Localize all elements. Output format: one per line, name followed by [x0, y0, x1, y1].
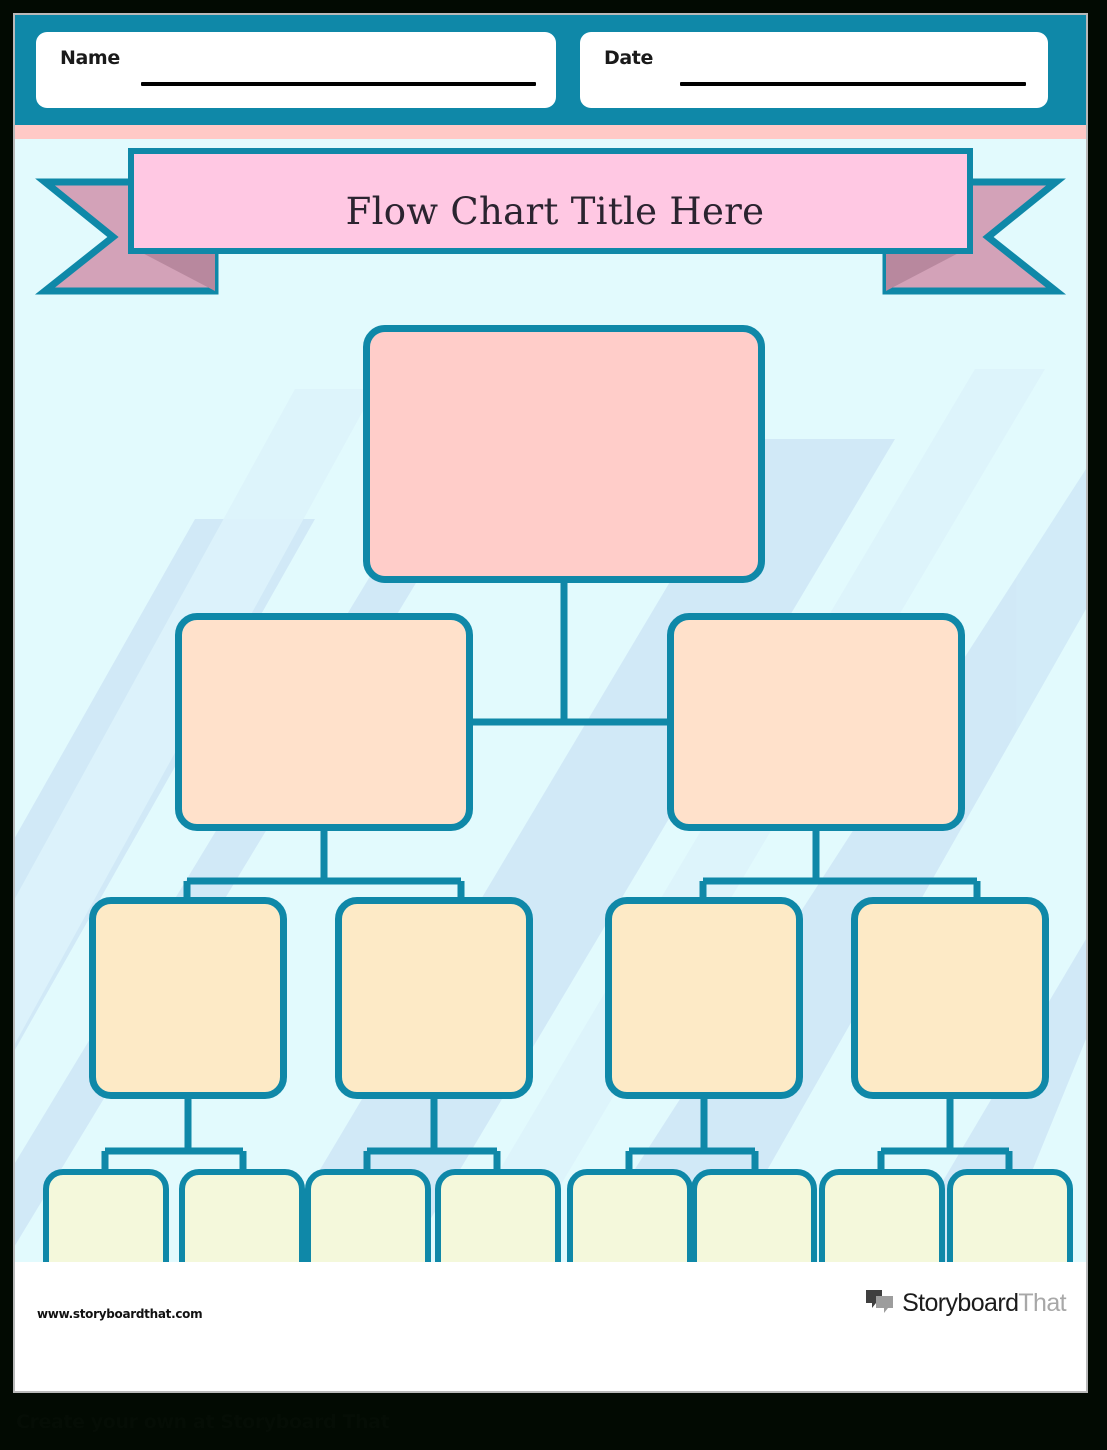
flow-node-level4-1[interactable]: [43, 1169, 169, 1262]
flow-node-level4-2[interactable]: [179, 1169, 305, 1262]
date-field[interactable]: Date: [580, 32, 1048, 108]
storyboardthat-logo[interactable]: StoryboardThat: [865, 1288, 1067, 1317]
flow-node-level4-5[interactable]: [567, 1169, 693, 1262]
worksheet-footer: www.storyboardthat.com StoryboardThat: [15, 1262, 1086, 1391]
flow-chart: [15, 139, 1086, 1262]
bottom-strip: Create your own at Storyboard That: [0, 1400, 1107, 1450]
flow-node-level3-3[interactable]: [605, 897, 803, 1099]
bottom-tagline: Create your own at Storyboard That: [16, 1411, 390, 1433]
worksheet-canvas: Flow Chart Title Here: [15, 139, 1086, 1262]
date-label: Date: [604, 47, 653, 69]
ribbon-fold-left: [131, 247, 215, 291]
flow-node-level3-1[interactable]: [89, 897, 287, 1099]
flow-node-level3-2[interactable]: [335, 897, 533, 1099]
worksheet-page: Name Date: [13, 13, 1088, 1393]
flow-node-level2-2[interactable]: [667, 613, 965, 831]
flow-node-level1-1[interactable]: [363, 325, 765, 583]
speech-bubble-icon: [866, 1290, 894, 1313]
name-field[interactable]: Name: [36, 32, 556, 108]
ribbon-fold-right: [886, 247, 970, 291]
flow-chart-title[interactable]: Flow Chart Title Here: [345, 189, 765, 233]
connector-lines: [101, 583, 1013, 1169]
accent-strip: [15, 125, 1086, 139]
logo-text-primary: Storyboard: [902, 1288, 1019, 1317]
flow-node-level4-3[interactable]: [305, 1169, 431, 1262]
flow-node-level4-6[interactable]: [691, 1169, 817, 1262]
ribbon-center-panel: [128, 148, 973, 254]
logo-text-secondary: That: [1018, 1288, 1066, 1317]
footer-url[interactable]: www.storyboardthat.com: [37, 1307, 203, 1321]
date-write-line[interactable]: [680, 82, 1026, 86]
flow-node-level4-8[interactable]: [947, 1169, 1073, 1262]
flow-node-level4-7[interactable]: [819, 1169, 945, 1262]
banner-ribbon-shape: [34, 148, 1067, 295]
header-band: Name Date: [15, 15, 1086, 125]
flow-node-level2-1[interactable]: [175, 613, 473, 831]
flow-node-level3-4[interactable]: [851, 897, 1049, 1099]
name-write-line[interactable]: [141, 82, 536, 86]
flow-node-level4-4[interactable]: [435, 1169, 561, 1262]
title-banner: Flow Chart Title Here: [15, 139, 1086, 299]
name-label: Name: [60, 47, 120, 69]
